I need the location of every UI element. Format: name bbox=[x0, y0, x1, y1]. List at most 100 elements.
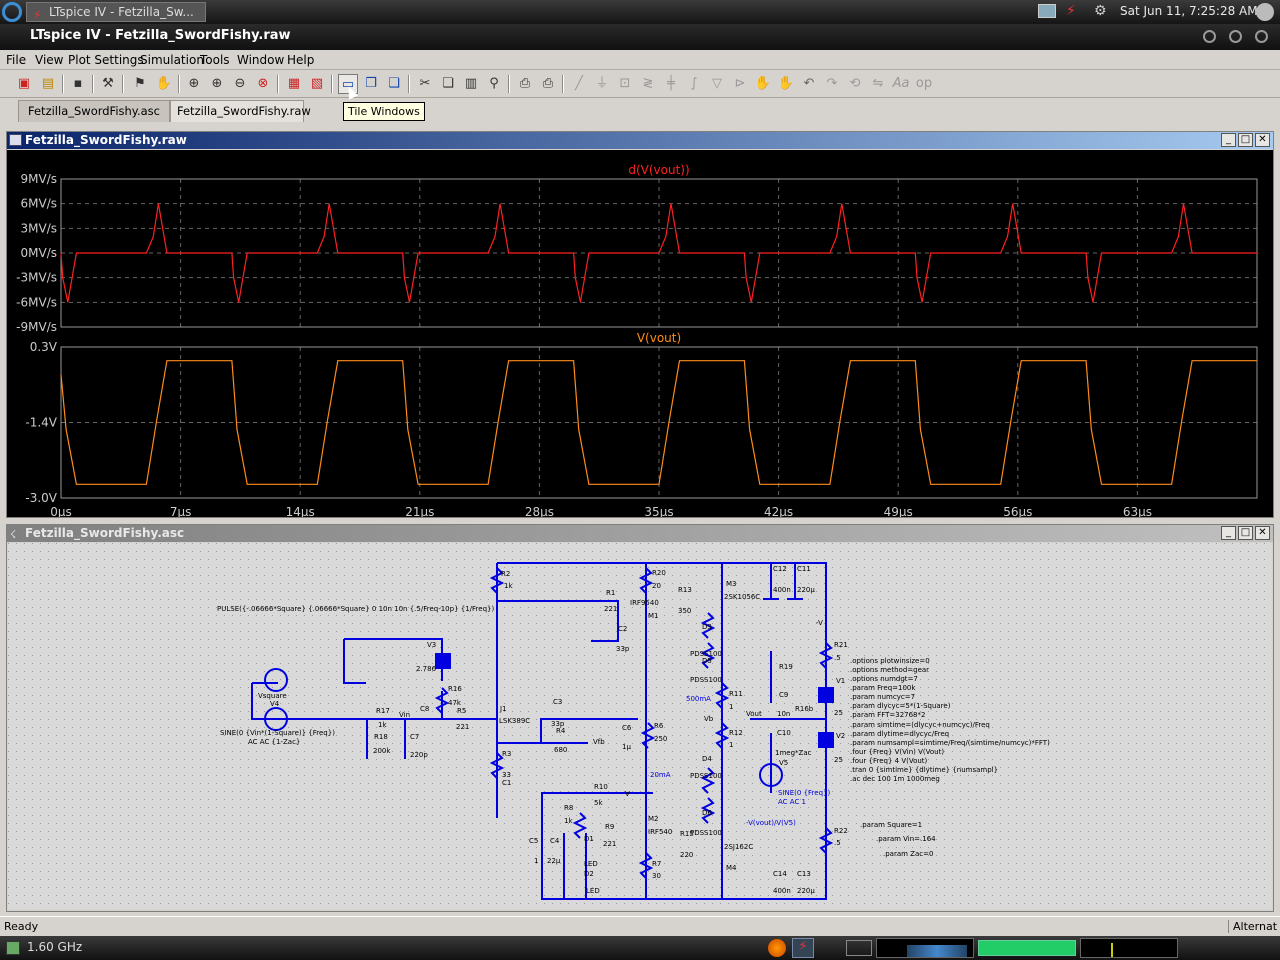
component-icon[interactable]: ⊳ bbox=[734, 76, 746, 91]
waveform-close-button[interactable]: ✕ bbox=[1255, 133, 1270, 147]
directive[interactable]: .param FFT=32768*2 bbox=[850, 711, 925, 719]
waveform-minimize-button[interactable]: _ bbox=[1221, 133, 1236, 147]
trace-vvout[interactable] bbox=[60, 360, 1257, 485]
wire-icon[interactable]: ╱ bbox=[575, 76, 583, 91]
waveform-plot-area[interactable]: d(V(vout)) V(vout) 9MV/s6MV/s3MV/s0MV/s-… bbox=[7, 150, 1273, 517]
workspace-switcher-icon[interactable] bbox=[846, 940, 872, 956]
spice-directive-icon[interactable]: op bbox=[915, 76, 933, 91]
schematic-window-titlebar[interactable]: ☇ Fetzilla_SwordFishy.asc bbox=[7, 525, 1273, 542]
waveform-window-titlebar[interactable]: Fetzilla_SwordFishy.raw bbox=[7, 132, 1273, 149]
directive[interactable]: .param simtime=(dlycyc+numcyc)/Freq bbox=[850, 721, 990, 729]
firefox-icon[interactable] bbox=[768, 939, 786, 957]
close-icon[interactable] bbox=[1255, 30, 1268, 43]
diode-icon[interactable]: ▽ bbox=[712, 76, 722, 91]
trace-dvvout[interactable] bbox=[60, 203, 1257, 303]
m3-part: 2SK1056C bbox=[724, 593, 760, 601]
tab-waveform[interactable]: Fetzilla_SwordFishy.raw bbox=[170, 100, 311, 122]
directive[interactable]: .options plotwinsize=0 bbox=[850, 657, 930, 665]
waveform-maximize-button[interactable]: □ bbox=[1238, 133, 1253, 147]
directive[interactable]: .ac dec 100 1m 1000meg bbox=[850, 775, 940, 783]
menu-plot-settings[interactable]: Plot Settings bbox=[68, 53, 144, 67]
directive[interactable]: .param Freq=100k bbox=[850, 684, 916, 692]
resistor-icon[interactable]: ≷ bbox=[642, 76, 654, 91]
v5-source-label[interactable]: SINE(0 {Freq}) bbox=[778, 789, 830, 797]
ltspice-tray-icon[interactable]: ⚡ bbox=[1066, 3, 1076, 19]
plot2-title[interactable]: V(vout) bbox=[637, 331, 681, 345]
power-icon[interactable] bbox=[1256, 3, 1274, 21]
menu-simulation[interactable]: Simulation bbox=[140, 53, 204, 67]
param-directive[interactable]: .param Square=1 bbox=[860, 821, 922, 829]
directive[interactable]: .four {Freq} 4 V(Vout) bbox=[850, 757, 928, 765]
cut-icon[interactable]: ✂ bbox=[419, 76, 431, 91]
text-icon[interactable]: Aa bbox=[892, 76, 910, 91]
close-all-windows-icon[interactable]: ❏ bbox=[388, 76, 400, 91]
print-icon[interactable]: ⎙ bbox=[542, 76, 554, 91]
ac-source-label[interactable]: AC AC {1-Zac} bbox=[248, 738, 300, 746]
tile-windows-icon[interactable]: ▭ bbox=[338, 74, 358, 94]
directive[interactable]: .param dlycyc=5*(1-Square) bbox=[850, 702, 951, 710]
param-directive[interactable]: .param Vin=.164 bbox=[876, 835, 936, 843]
spice-directives[interactable]: .options plotwinsize=0 .options method=g… bbox=[850, 657, 1050, 858]
schematic-canvas[interactable]: PULSE({-.06666*Square} {.06666*Square} 0… bbox=[8, 543, 1272, 909]
schematic-maximize-button[interactable]: □ bbox=[1238, 526, 1253, 540]
undo-icon[interactable]: ↶ bbox=[803, 76, 815, 91]
cascade-windows-icon[interactable]: ❐ bbox=[365, 76, 377, 91]
mirror-icon[interactable]: ⇋ bbox=[872, 76, 884, 91]
menu-window[interactable]: Window bbox=[237, 53, 285, 67]
schematic-minimize-button[interactable]: _ bbox=[1221, 526, 1236, 540]
schematic-close-button[interactable]: ✕ bbox=[1255, 526, 1270, 540]
menu-tools[interactable]: Tools bbox=[200, 53, 230, 67]
inductor-icon[interactable]: ∫ bbox=[690, 76, 698, 91]
directive[interactable]: .four {Freq} V(Vin) V(Vout) bbox=[850, 748, 944, 756]
param-directive[interactable]: .param Zac=0 bbox=[883, 850, 933, 858]
network-icon[interactable]: ⚙ bbox=[1094, 3, 1107, 19]
v5-ac-label[interactable]: AC AC 1 bbox=[778, 798, 806, 806]
directive[interactable]: .tran 0 {simtime} {dlytime} {numsampl} bbox=[850, 766, 998, 774]
ground-icon[interactable]: ⏚ bbox=[595, 76, 609, 91]
menu-view[interactable]: View bbox=[35, 53, 64, 67]
sine-source-label[interactable]: SINE(0 {Vin*(1-Square)} {Freq}) bbox=[220, 729, 335, 737]
add-trace-icon[interactable]: ▧ bbox=[310, 76, 324, 91]
rotate-icon[interactable]: ⟲ bbox=[849, 76, 861, 91]
directive[interactable]: .options numdgt=7 bbox=[850, 675, 918, 683]
copy-icon[interactable]: ❏ bbox=[442, 76, 454, 91]
tab-schematic[interactable]: Fetzilla_SwordFishy.asc bbox=[18, 100, 170, 122]
paste-icon[interactable]: ▥ bbox=[464, 76, 478, 91]
menu-file[interactable]: File bbox=[6, 53, 27, 67]
directive[interactable]: .param numsampl=simtime/Freq/(simtime/nu… bbox=[850, 739, 1050, 747]
c5-value: 1 bbox=[534, 857, 538, 865]
move-icon[interactable]: ✋ bbox=[754, 76, 772, 91]
mail-icon[interactable] bbox=[1038, 4, 1056, 18]
directive[interactable]: .param numcyc=7 bbox=[850, 693, 915, 701]
new-schematic-icon[interactable]: ▣ bbox=[17, 76, 31, 91]
directive[interactable]: .param dlytime=dlycyc/Freq bbox=[850, 730, 949, 738]
clock[interactable]: Sat Jun 11, 7:25:28 AM bbox=[1120, 4, 1258, 18]
zoom-fit-icon[interactable]: ⊗ bbox=[257, 76, 269, 91]
maximize-icon[interactable] bbox=[1229, 30, 1242, 43]
vout-expression[interactable]: -V(vout)/V(V5) bbox=[746, 819, 796, 827]
autorange-icon[interactable]: ▦ bbox=[287, 76, 301, 91]
control-panel-icon[interactable]: ⚒ bbox=[102, 76, 114, 91]
run-icon[interactable]: ⚑ bbox=[134, 76, 146, 91]
menu-help[interactable]: Help bbox=[287, 53, 315, 67]
taskbar-window-button[interactable]: ⚡ LTspice IV - Fetzilla_Sw... bbox=[26, 2, 206, 22]
ltspice-taskbar-icon[interactable]: ⚡ bbox=[792, 938, 814, 958]
open-icon[interactable]: ▤ bbox=[41, 76, 55, 91]
zoom-area-icon[interactable]: ⊕ bbox=[188, 76, 200, 91]
plot1-title[interactable]: d(V(vout)) bbox=[628, 163, 689, 177]
print-setup-icon[interactable]: ⎙ bbox=[519, 76, 531, 91]
save-icon[interactable]: ▪ bbox=[73, 76, 83, 91]
zoom-out-icon[interactable]: ⊖ bbox=[234, 76, 246, 91]
label-net-icon[interactable]: ⊡ bbox=[619, 76, 631, 91]
zoom-in-icon[interactable]: ⊕ bbox=[211, 76, 223, 91]
distro-logo-icon[interactable] bbox=[2, 2, 22, 22]
directive[interactable]: .options method=gear bbox=[850, 666, 929, 674]
halt-icon[interactable]: ✋ bbox=[155, 76, 173, 91]
minimize-icon[interactable] bbox=[1203, 30, 1216, 43]
redo-icon[interactable]: ↷ bbox=[826, 76, 838, 91]
capacitor-icon[interactable]: ╪ bbox=[667, 76, 675, 91]
find-icon[interactable]: ⚲ bbox=[489, 76, 499, 91]
drag-icon[interactable]: ✋ bbox=[777, 76, 795, 91]
pulse-source-label[interactable]: PULSE({-.06666*Square} {.06666*Square} 0… bbox=[217, 605, 494, 613]
cpu-frequency: 1.60 GHz bbox=[27, 940, 83, 954]
